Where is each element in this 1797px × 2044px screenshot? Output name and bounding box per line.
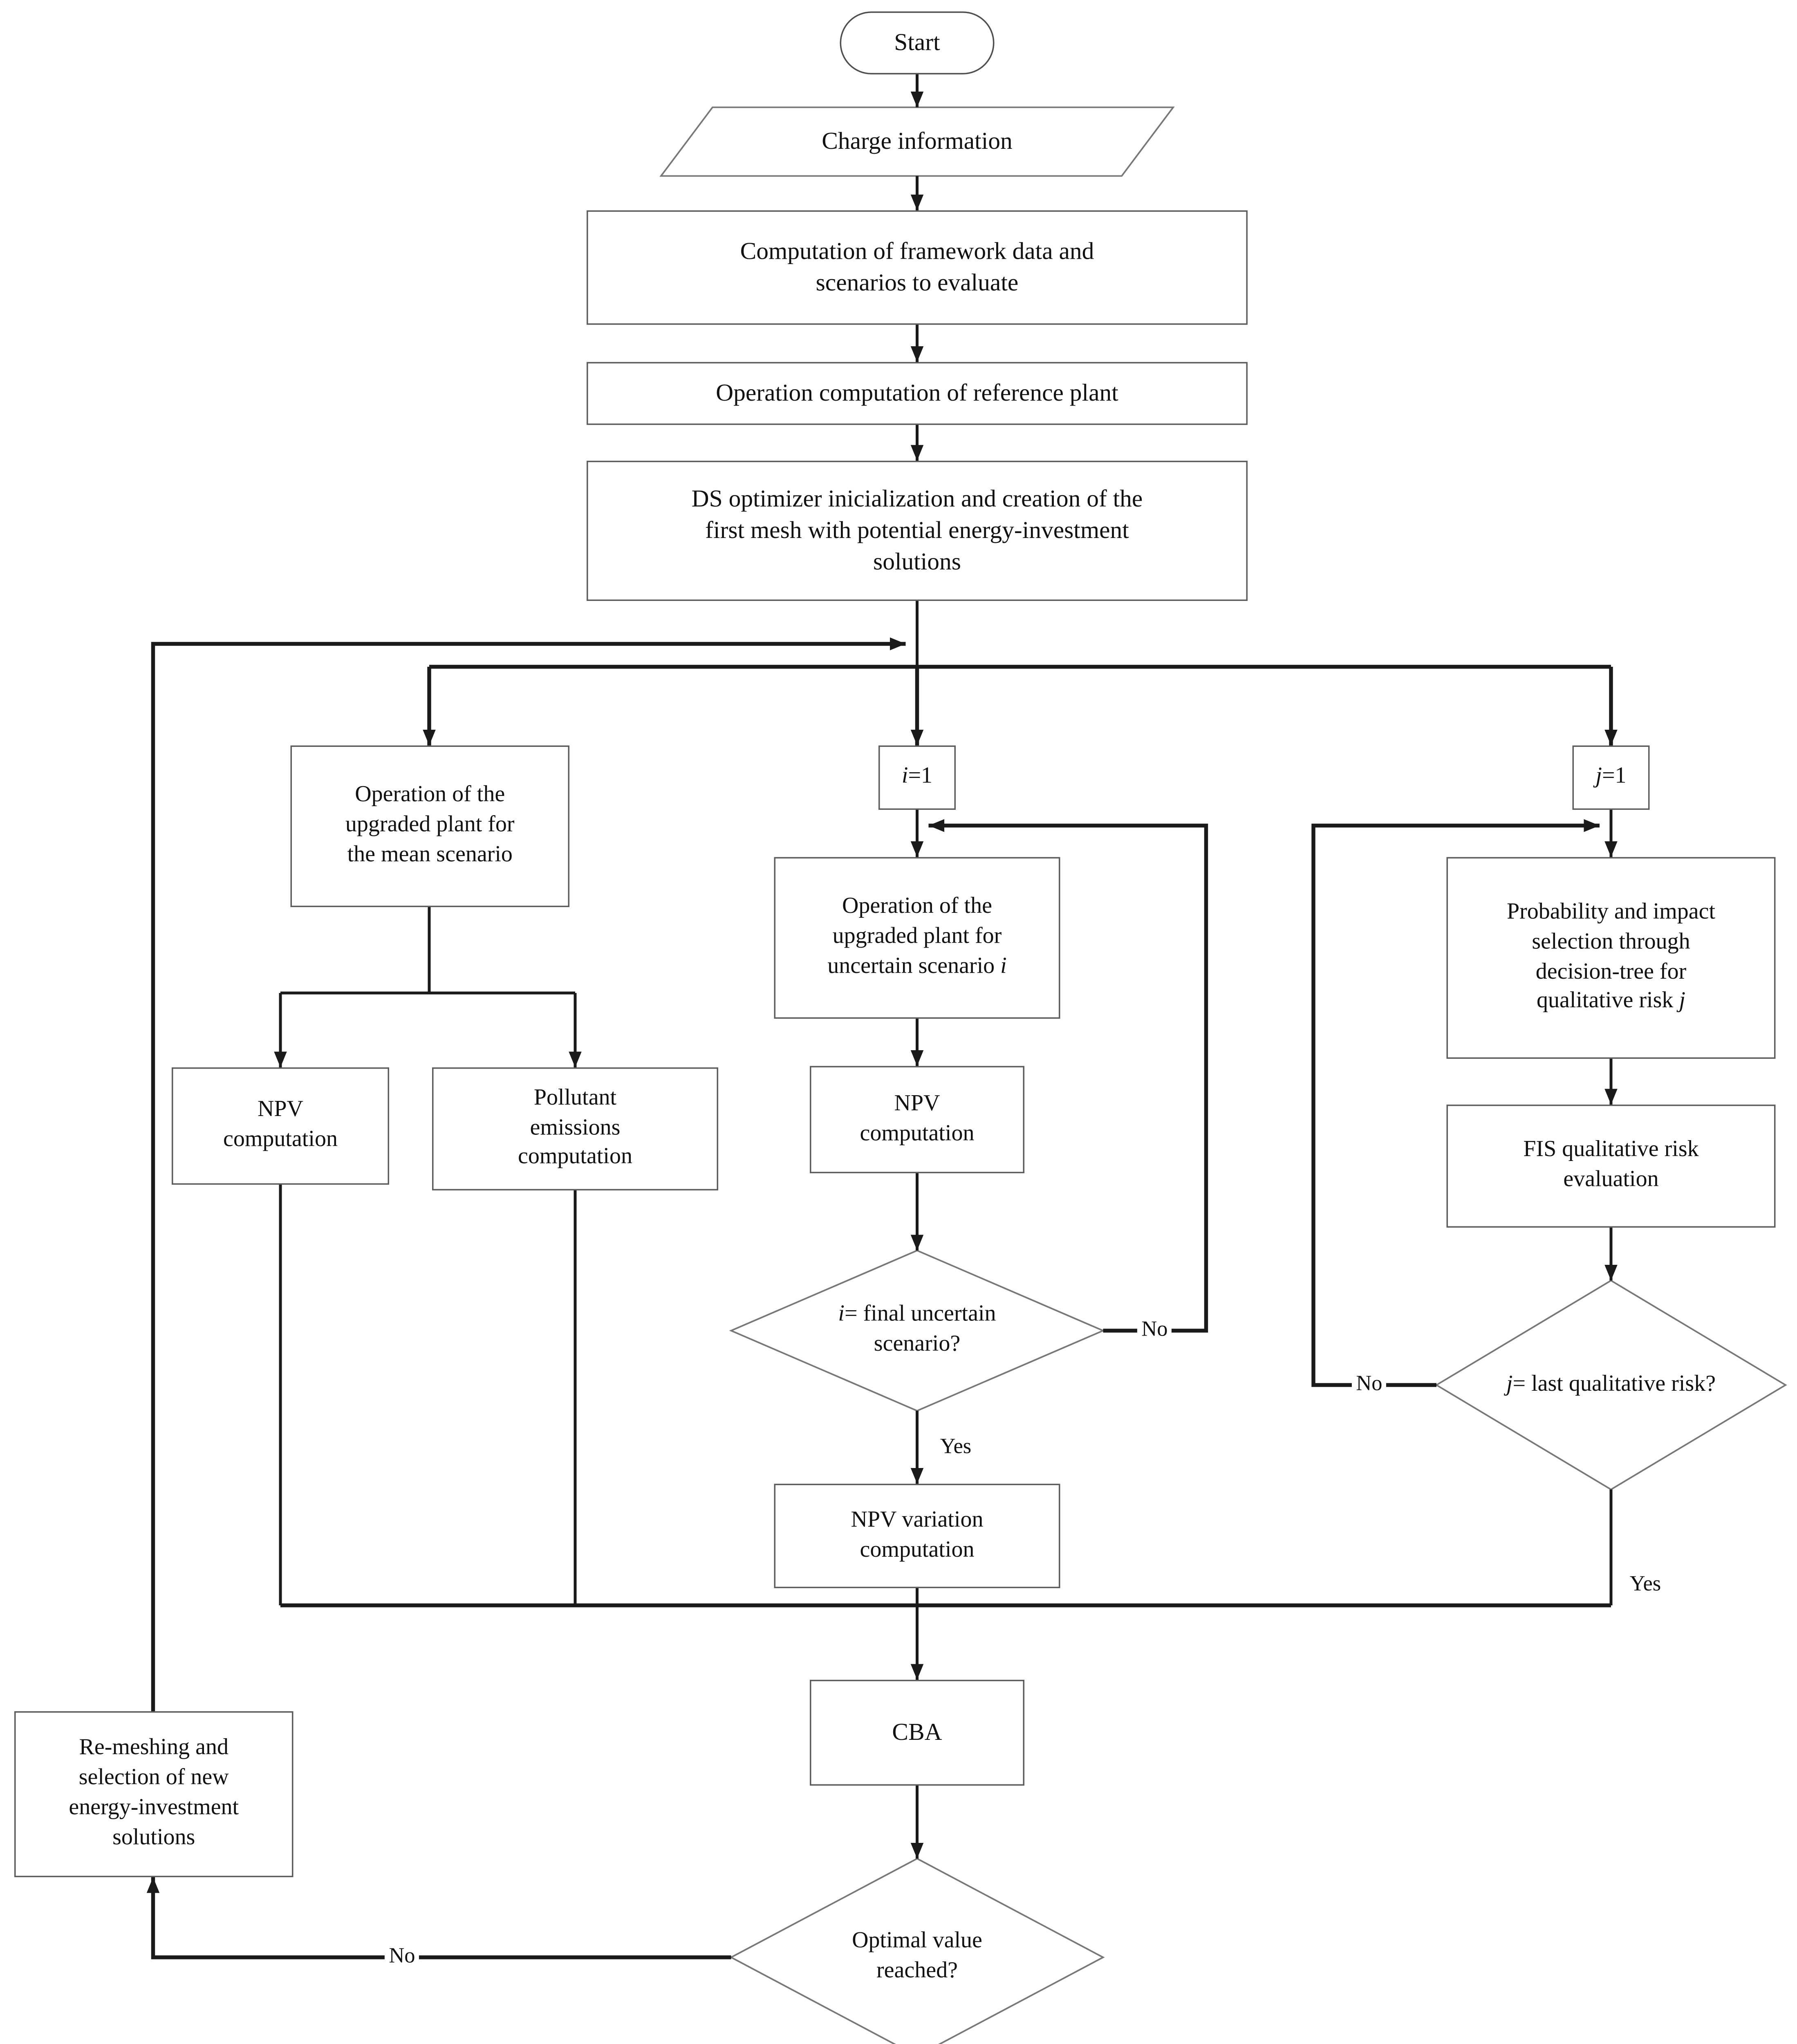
node-probability-impact: Probability and impact selection through… bbox=[1446, 857, 1776, 1059]
node-framework-computation-label: Computation of framework data and scenar… bbox=[740, 237, 1094, 296]
node-remeshing: Re-meshing and selection of new energy-i… bbox=[14, 1711, 294, 1877]
node-reference-plant-label: Operation computation of reference plant bbox=[716, 379, 1118, 406]
node-npv-variation: NPV variation computation bbox=[774, 1484, 1060, 1588]
node-start-label: Start bbox=[894, 28, 940, 56]
node-optimal-decision: Optimal value reached? bbox=[760, 1900, 1075, 2015]
node-j-init-label: j=1 bbox=[1595, 764, 1627, 789]
node-ds-optimizer: DS optimizer inicialization and creation… bbox=[587, 461, 1248, 601]
node-start: Start bbox=[840, 11, 995, 74]
node-uncertain-scenario-operation: Operation of the upgraded plant for unce… bbox=[774, 857, 1060, 1019]
node-reference-plant: Operation computation of reference plant bbox=[587, 362, 1248, 425]
label-i-no: No bbox=[1137, 1319, 1172, 1342]
node-npv-variation-label: NPV variation computation bbox=[851, 1507, 984, 1562]
node-i-init: i=1 bbox=[878, 745, 956, 810]
node-framework-computation: Computation of framework data and scenar… bbox=[587, 210, 1248, 325]
label-optimal-no: No bbox=[384, 1946, 420, 1968]
node-j-decision: j= last qualitative risk? bbox=[1454, 1328, 1768, 1442]
charge-parallelogram-shape bbox=[659, 106, 1175, 177]
node-cba: CBA bbox=[810, 1680, 1024, 1786]
node-npv-computation-mean-label: NPV computation bbox=[223, 1098, 338, 1152]
node-charge-information: Charge information bbox=[703, 108, 1132, 176]
node-npv-computation-uncertain: NPV computation bbox=[810, 1066, 1024, 1173]
node-probability-impact-label: Probability and impact selection through… bbox=[1506, 900, 1716, 1014]
node-uncertain-scenario-operation-label: Operation of the upgraded plant for unce… bbox=[827, 894, 1007, 979]
node-fis-evaluation: FIS qualitative risk evaluation bbox=[1446, 1105, 1776, 1228]
node-mean-scenario-operation-label: Operation of the upgraded plant for the … bbox=[345, 783, 515, 867]
label-i-yes: Yes bbox=[936, 1437, 976, 1459]
optimal-decision-diamond-shape bbox=[729, 1858, 1105, 2044]
node-j-init: j=1 bbox=[1572, 745, 1650, 810]
node-i-decision: i= final uncertain scenario? bbox=[760, 1273, 1075, 1388]
node-charge-information-label: Charge information bbox=[822, 127, 1013, 155]
node-pollutant-emissions-label: Pollutant emissions computation bbox=[518, 1085, 632, 1170]
edge-remesh-return bbox=[151, 637, 906, 1711]
label-j-no: No bbox=[1351, 1374, 1387, 1396]
node-remeshing-label: Re-meshing and selection of new energy-i… bbox=[69, 1736, 239, 1850]
node-ds-optimizer-label: DS optimizer inicialization and creation… bbox=[691, 485, 1143, 576]
node-i-decision-label: i= final uncertain scenario? bbox=[838, 1302, 996, 1356]
node-npv-computation-mean: NPV computation bbox=[172, 1067, 389, 1185]
node-mean-scenario-operation: Operation of the upgraded plant for the … bbox=[290, 745, 569, 907]
node-j-decision-label: j= last qualitative risk? bbox=[1506, 1372, 1716, 1396]
node-optimal-decision-label: Optimal value reached? bbox=[852, 1929, 982, 1983]
label-j-yes: Yes bbox=[1625, 1574, 1665, 1596]
node-npv-computation-uncertain-label: NPV computation bbox=[860, 1091, 975, 1145]
node-fis-evaluation-label: FIS qualitative risk evaluation bbox=[1523, 1138, 1699, 1192]
node-cba-label: CBA bbox=[892, 1718, 942, 1746]
node-i-init-label: i=1 bbox=[901, 764, 933, 789]
edge-optimal-no bbox=[146, 1877, 731, 1959]
node-pollutant-emissions: Pollutant emissions computation bbox=[432, 1067, 718, 1190]
